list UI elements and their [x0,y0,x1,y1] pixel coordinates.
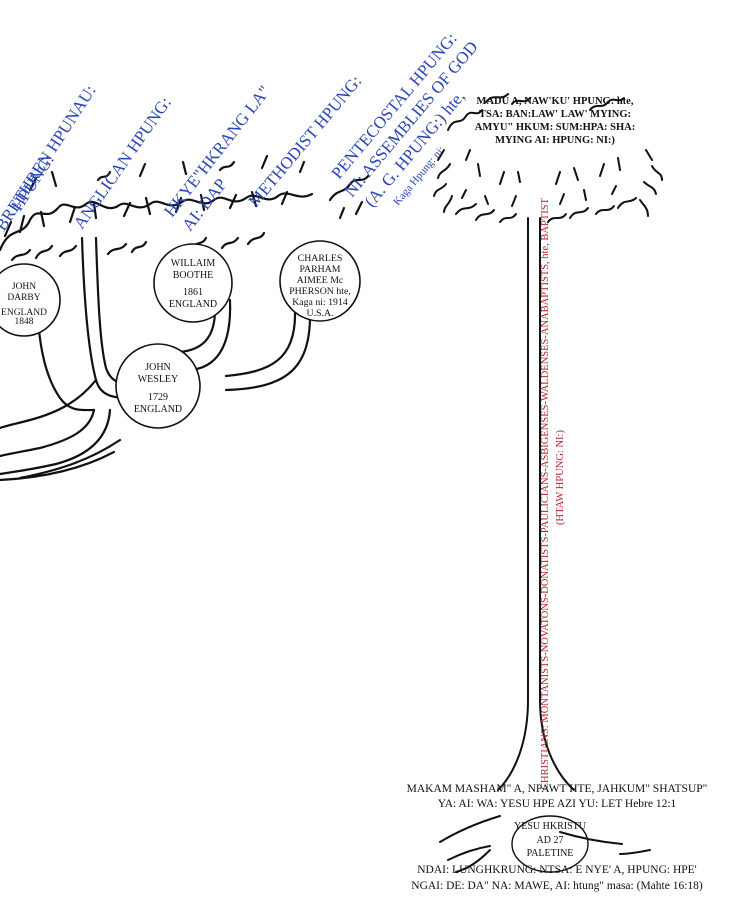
right-crown-text: MADU A, NAW'KU' HPUNG: hte, TSA: BAN:LAW… [475,96,635,146]
svg-text:ENGLAND: ENGLAND [134,404,182,415]
svg-text:BOOTHE: BOOTHE [173,270,214,281]
svg-text:MYING AI: HPUNG: NI:): MYING AI: HPUNG: NI:) [495,135,615,146]
svg-text:JOHN: JOHN [145,362,171,373]
svg-text:JOHN: JOHN [12,282,36,292]
svg-text:AD 27: AD 27 [537,835,564,846]
svg-text:1861: 1861 [183,287,203,298]
parham-circle [279,240,361,322]
anglican-label: ANGLICAN HPUNG: [70,93,175,232]
booth-circle [153,243,233,323]
wesley-circle [115,343,201,429]
svg-text:Kaga ni: 1914: Kaga ni: 1914 [292,297,348,308]
svg-text:NDAI: LUNGHKRUNG: NTSA: E NYE': NDAI: LUNGHKRUNG: NTSA: E NYE' A, HPUNG:… [417,864,697,876]
wesley-text: JOHN WESLEY 1729 ENGLAND [134,362,182,415]
svg-text:AMYU" HKUM: SUM:HPA: SHA:: AMYU" HKUM: SUM:HPA: SHA: [475,122,635,133]
svg-text:1729: 1729 [148,392,168,403]
base-text-top: MAKAM MASHAM" A, NPAWT HTE, JAHKUM" SHAT… [407,783,708,810]
svg-text:CHARLES: CHARLES [298,253,343,264]
booth-text: WILLAIM BOOTHE 1861 ENGLAND [169,258,217,310]
right-tree [433,93,663,873]
svg-text:1848: 1848 [15,317,34,327]
svg-text:TSA: BAN:LAW' LAW' MYING:: TSA: BAN:LAW' LAW' MYING: [479,109,631,120]
svg-text:WILLAIM: WILLAIM [171,258,216,269]
darby-text: JOHN DARBY 1848 ENGLAND [1,282,47,327]
left-tree [0,154,370,482]
svg-text:MADU A, NAW'KU' HPUNG: hte,: MADU A, NAW'KU' HPUNG: hte, [477,96,634,107]
base-text-bottom: NDAI: LUNGHKRUNG: NTSA: E NYE' A, HPUNG:… [411,864,703,892]
svg-text:NGAI: DE: DA" NA: MAWE, AI: ht: NGAI: DE: DA" NA: MAWE, AI: htung" masa:… [411,880,703,892]
svg-text:AIMEE Mc: AIMEE Mc [297,275,344,286]
svg-text:YESU HKRISTU: YESU HKRISTU [514,821,587,832]
svg-text:PARHAM: PARHAM [299,264,340,275]
trunk-heritage-subtext: (HTAW HPUNG: NI:) [555,430,566,525]
parham-text: CHARLES PARHAM AIMEE Mc PHERSON hte, Kag… [289,253,351,319]
darby-circle [0,263,61,337]
svg-text:PHERSON hte,: PHERSON hte, [289,286,351,297]
svg-text:PALETINE: PALETINE [527,848,574,859]
denomination-labels: BRETHREN HPUNAU: HPUNG: ANGLICAN HPUNG: … [0,29,482,234]
jesus-text: YESU HKRISTU AD 27 PALETINE [514,821,587,859]
founder-circles [0,240,361,429]
trunk-heritage-text: CHRISTIANS: MONTANISTS-NOVATONS-DONATIST… [540,197,551,790]
svg-text:WESLEY: WESLEY [138,374,179,385]
svg-text:ENGLAND: ENGLAND [1,308,47,318]
svg-text:DARBY: DARBY [7,293,40,303]
svg-text:MAKAM MASHAM" A, NPAWT HTE, JA: MAKAM MASHAM" A, NPAWT HTE, JAHKUM" SHAT… [407,783,708,795]
svg-text:YA: AI: WA: YESU HPE AZI YU: L: YA: AI: WA: YESU HPE AZI YU: LET Hebre 1… [438,798,677,810]
svg-text:ENGLAND: ENGLAND [169,299,217,310]
svg-text:U.S.A.: U.S.A. [307,308,334,319]
jesus-circle [511,815,589,873]
